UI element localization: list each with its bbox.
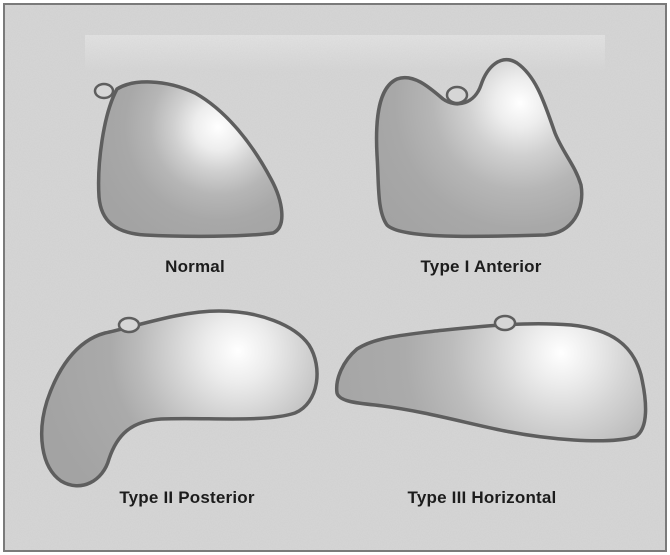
panel-normal-shape <box>95 82 282 236</box>
normal-marker-circle <box>95 84 113 98</box>
panel-type3-shape <box>337 316 646 441</box>
type2-acromion-outline <box>42 311 317 486</box>
caption-normal: Normal <box>165 257 225 277</box>
panel-type2-shape <box>42 311 317 486</box>
type3-acromion-outline <box>337 324 646 441</box>
figure-frame: Normal Type I Anterior Type II Posterior… <box>3 3 667 552</box>
type3-marker-circle <box>495 316 515 330</box>
type1-marker-circle <box>447 87 467 103</box>
caption-type1-anterior: Type I Anterior <box>420 257 541 277</box>
panel-type1-shape <box>377 60 582 237</box>
normal-acromion-outline <box>99 82 282 236</box>
caption-type2-posterior: Type II Posterior <box>119 488 254 508</box>
type1-acromion-outline <box>377 60 582 237</box>
type2-marker-circle <box>119 318 139 332</box>
scapula-shapes <box>5 5 665 550</box>
caption-type3-horizontal: Type III Horizontal <box>408 488 557 508</box>
